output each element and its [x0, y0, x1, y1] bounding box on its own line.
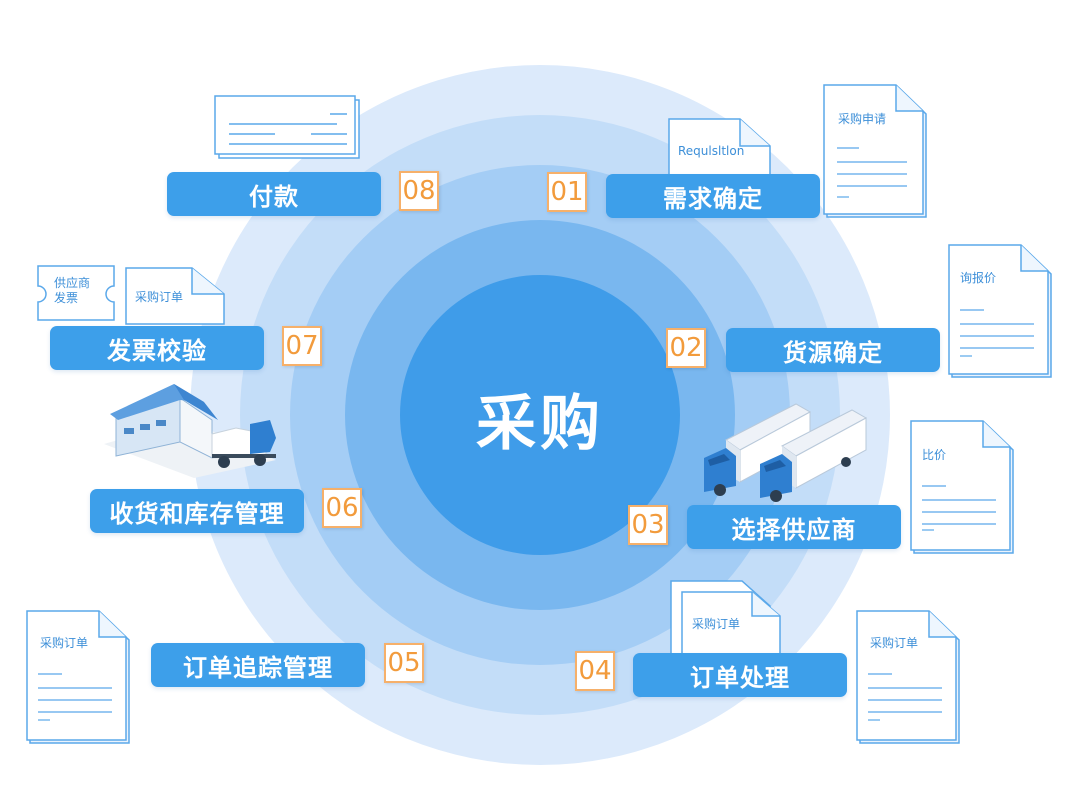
step-06-number: 06 — [322, 488, 362, 528]
step-05-number: 05 — [384, 643, 424, 683]
step-07-number: 07 — [282, 326, 322, 366]
purchase-order-front-doc-icon — [670, 580, 781, 656]
purchase-order-left-label: 采购订单 — [40, 636, 89, 650]
purchase-order-right-doc-icon — [856, 610, 960, 744]
step-03-number: 03 — [628, 505, 668, 545]
invoice-po-label: 采购订单 — [135, 290, 184, 304]
requisition-doc-label: Requlsltlon — [678, 144, 745, 158]
inquiry-doc-label: 询报价 — [960, 271, 997, 285]
step-01-number: 01 — [547, 172, 587, 212]
step-07-label: 发票校验 — [50, 326, 264, 370]
compare-doc-label: 比价 — [922, 448, 947, 462]
purchase-request-doc-label: 采购申请 — [838, 112, 887, 126]
step-03-label: 选择供应商 — [687, 505, 901, 549]
step-06-label: 收货和库存管理 — [90, 489, 304, 533]
requisition-doc-icon — [668, 118, 771, 188]
compare-doc-icon — [910, 420, 1014, 554]
step-02-number: 02 — [666, 328, 706, 368]
step-08-number: 08 — [399, 171, 439, 211]
inquiry-doc-icon — [948, 244, 1052, 378]
cheque-icon — [214, 95, 360, 159]
invoice-doc-icon — [37, 265, 225, 325]
step-01-label: 需求确定 — [606, 174, 820, 218]
step-04-number: 04 — [575, 651, 615, 691]
warehouse-icon — [104, 384, 276, 478]
invoice-supplier-label: 供应商 发票 — [54, 276, 91, 305]
center-title: 采购 — [476, 389, 604, 459]
step-04-label: 订单处理 — [633, 653, 847, 697]
step-05-label: 订单追踪管理 — [151, 643, 365, 687]
purchase-order-left-doc-icon — [26, 610, 130, 744]
purchase-order-front-label: 采购订单 — [692, 617, 741, 631]
purchase-order-right-label: 采购订单 — [870, 636, 919, 650]
step-02-label: 货源确定 — [726, 328, 940, 372]
purchase-request-doc-icon — [823, 84, 927, 218]
trucks-icon — [704, 403, 868, 502]
step-08-label: 付款 — [167, 172, 381, 216]
